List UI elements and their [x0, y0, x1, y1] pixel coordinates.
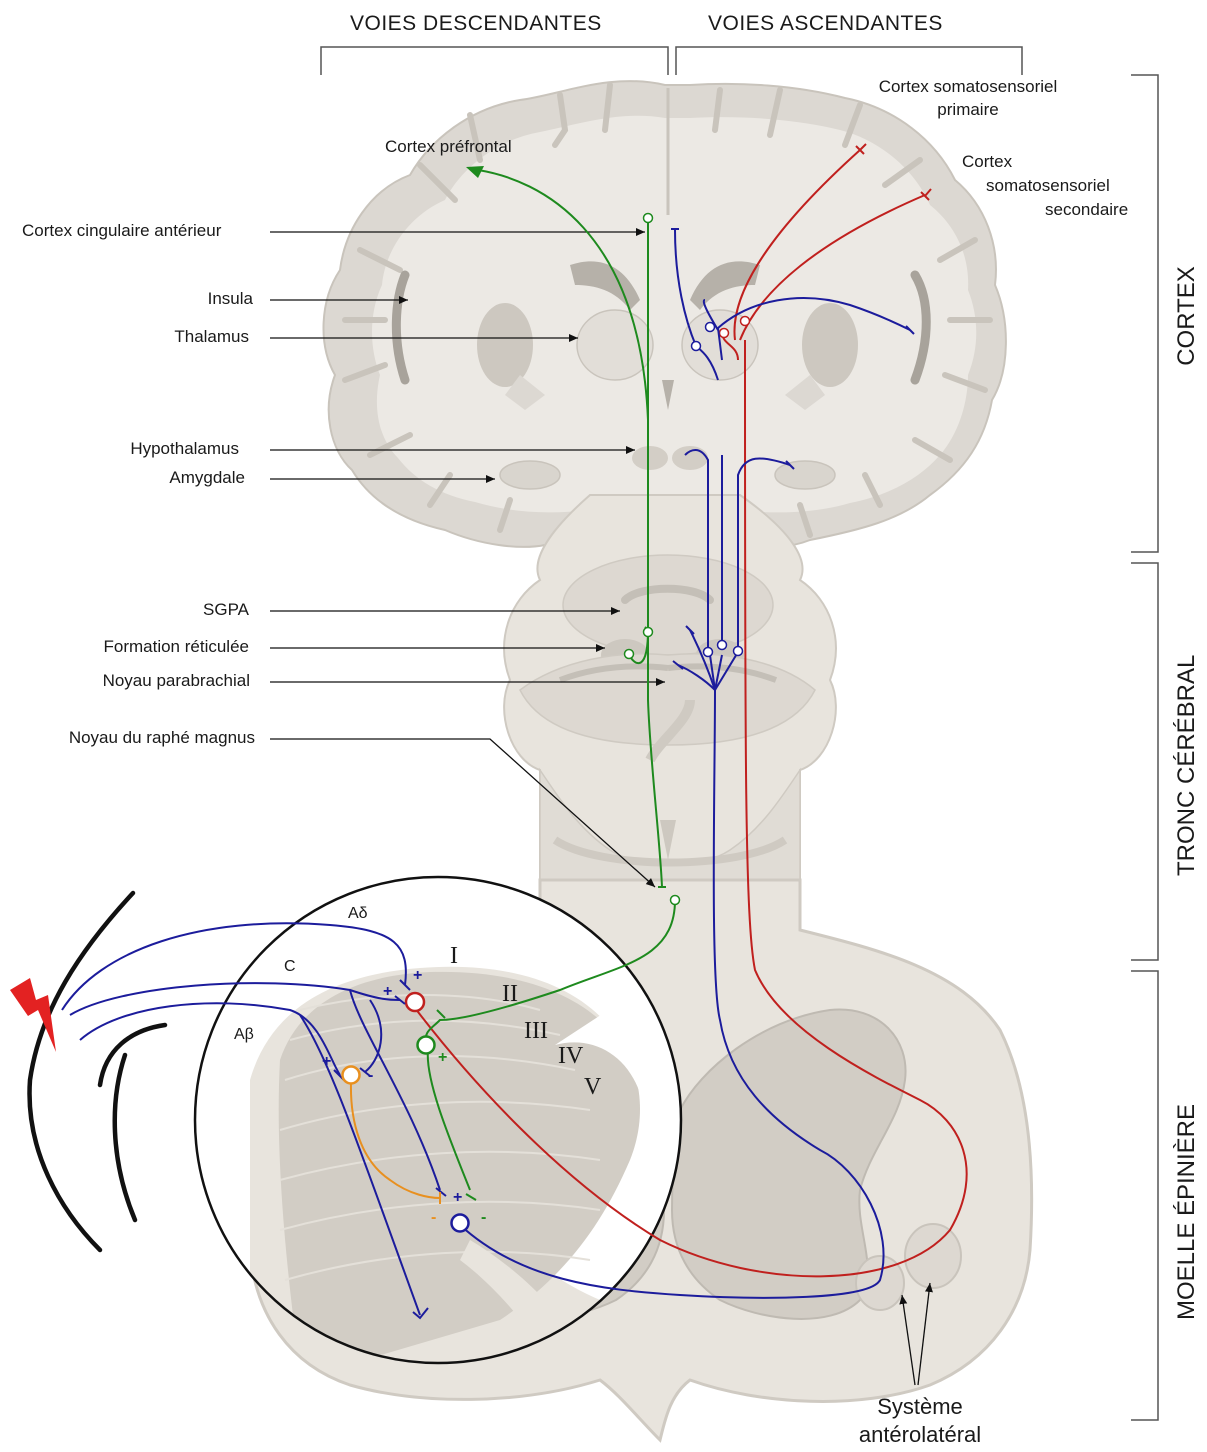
label-hypothalamus: Hypothalamus	[60, 439, 239, 459]
sign-plus-c: +	[383, 983, 392, 1000]
label-insula: Insula	[100, 289, 253, 309]
sign-plus-blue-proj: +	[453, 1189, 462, 1206]
blue-neuron-dorsal-horn	[452, 1215, 469, 1232]
green-pfc-neuron	[644, 214, 653, 223]
green-neuron-dorsal-horn	[418, 1037, 435, 1054]
pain-stimulus-icon	[10, 978, 56, 1052]
blue-brainstem-neuron-1	[704, 648, 713, 657]
header-ascending: VOIES ASCENDANTES	[708, 12, 943, 36]
fiber-label-c: C	[284, 958, 296, 975]
sign-plus-abeta: +	[322, 1053, 331, 1070]
sign-minus-c-orange: -	[368, 1067, 373, 1084]
label-pag: SGPA	[100, 600, 249, 620]
lamina-III: III	[524, 1018, 548, 1044]
label-parabrachial: Noyau parabrachial	[40, 671, 250, 691]
blue-brainstem-neuron-3	[734, 647, 743, 656]
header-descending: VOIES DESCENDANTES	[350, 12, 602, 36]
sign-minus-green: -	[481, 1209, 486, 1226]
label-anterolateral-system: Système antérolatéral	[820, 1394, 1020, 1449]
label-s2-line3: secondaire	[1045, 200, 1128, 220]
label-anterolateral-line1: Système	[820, 1394, 1020, 1420]
red-thalamus-neuron-1	[720, 329, 729, 338]
lamina-IV: IV	[558, 1043, 584, 1069]
green-raphe-neuron	[671, 896, 680, 905]
label-anterolateral-line2: antérolatéral	[820, 1422, 1020, 1448]
fiber-label-a-beta: Aβ	[234, 1026, 254, 1043]
brainstem	[504, 495, 836, 890]
blue-brainstem-neuron-2	[718, 641, 727, 650]
blue-thalamus-neuron-1	[692, 342, 701, 351]
lamina-V: V	[584, 1074, 602, 1100]
section-brackets	[1131, 75, 1158, 1420]
sign-minus-orange: -	[431, 1209, 436, 1226]
label-s1-line1: Cortex somatosensoriel	[858, 77, 1078, 97]
section-brainstem: TRONC CÉRÉBRAL	[1173, 676, 1201, 876]
label-s2-line2-wrap: somatosensoriel	[986, 176, 1110, 196]
section-cortex: CORTEX	[1173, 246, 1201, 386]
red-neuron-dorsal-horn	[406, 993, 424, 1011]
sign-plus-green: +	[438, 1049, 447, 1066]
green-pag-neuron	[644, 628, 653, 637]
blue-thalamus-neuron-2	[706, 323, 715, 332]
label-prefrontal: Cortex préfrontal	[385, 137, 512, 157]
label-raphe-magnus: Noyau du raphé magnus	[20, 728, 255, 748]
section-spinal-cord: MOELLE ÉPINIÈRE	[1173, 1087, 1201, 1337]
label-thalamus: Thalamus	[100, 327, 249, 347]
label-s2-line2: somatosensoriel	[986, 176, 1110, 196]
orange-interneuron	[343, 1067, 360, 1084]
label-reticular-formation: Formation réticulée	[40, 637, 249, 657]
label-amygdala: Amygdale	[60, 468, 245, 488]
lamina-I: I	[450, 943, 458, 969]
header-brackets	[321, 47, 1022, 75]
fiber-label-a-delta: Aδ	[348, 905, 368, 922]
label-s2-line3-wrap: secondaire	[1045, 200, 1128, 220]
label-s1: Cortex somatosensoriel primaire	[858, 77, 1078, 121]
label-s2-line1: Cortex	[962, 152, 1012, 172]
label-anterior-cingulate: Cortex cingulaire antérieur	[22, 221, 221, 241]
red-thalamus-neuron-2	[741, 317, 750, 326]
label-s1-line2: primaire	[858, 100, 1078, 120]
label-s2: Cortex	[962, 152, 1012, 172]
lamina-II: II	[502, 981, 518, 1007]
green-reticular-neuron	[625, 650, 634, 659]
sign-plus-adelta: +	[413, 967, 422, 984]
